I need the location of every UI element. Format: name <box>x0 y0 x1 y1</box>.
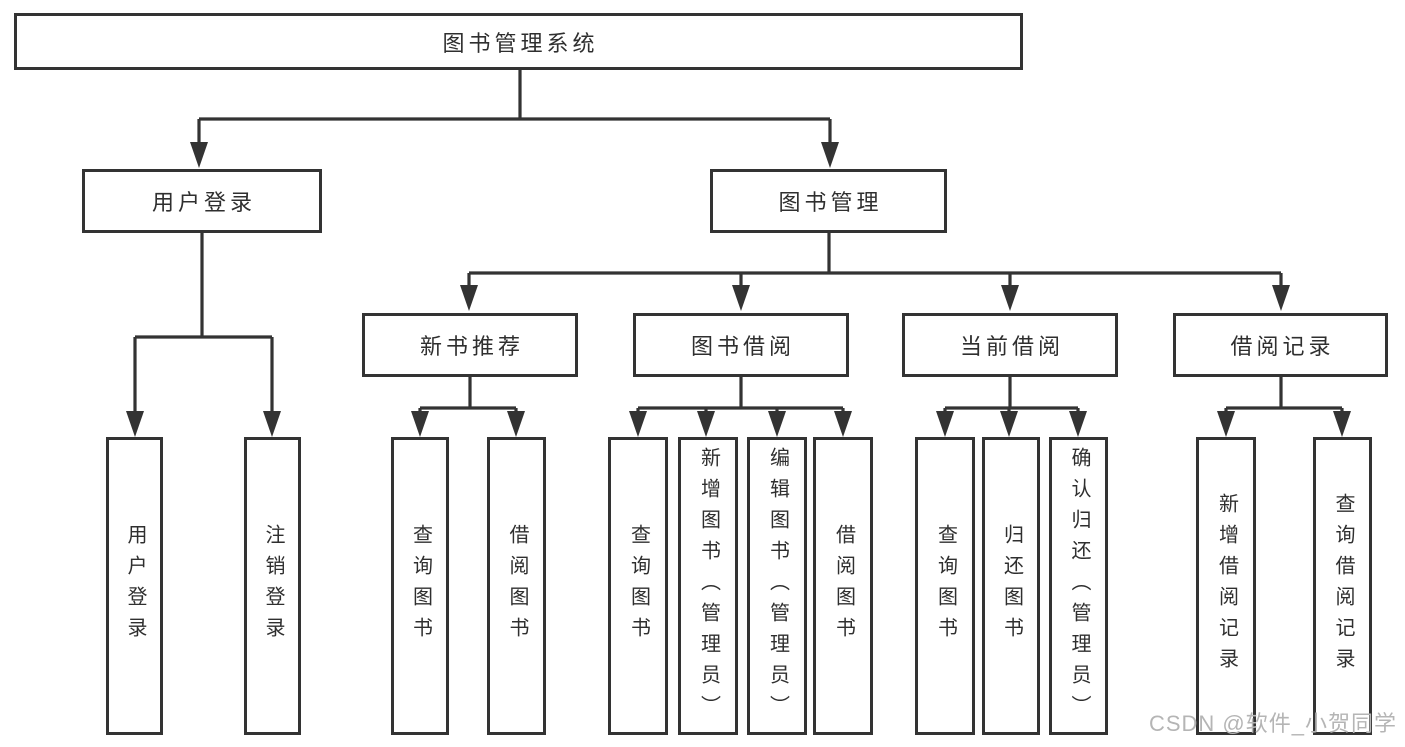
node-label: 用户登录 <box>151 190 256 215</box>
connector-borrow-record-branch <box>1224 376 1344 416</box>
connector-book-mgmt-to-level3 <box>467 233 1283 290</box>
node-label: 编辑图书（管理员） <box>766 446 789 726</box>
node-label: 新书推荐 <box>419 334 524 359</box>
arrowhead-icon <box>190 142 208 168</box>
arrowhead-icon <box>1272 285 1290 311</box>
arrowhead-icon <box>460 285 478 311</box>
arrowhead-icon <box>263 411 281 437</box>
connector-root-to-level2 <box>197 70 832 146</box>
node-label: 图书管理 <box>778 190 883 215</box>
arrowhead-icon <box>126 411 144 437</box>
csdn-watermark: CSDN @软件_小贺同学 <box>1148 711 1397 736</box>
node-label: 图书管理系统 <box>442 30 599 56</box>
node-borrowing-records: 借阅记录 <box>1173 313 1388 377</box>
leaf-add-borrow-record: 新增借阅记录 <box>1196 437 1256 735</box>
node-label: 新增图书（管理员） <box>697 446 720 726</box>
arrowhead-icon <box>1001 285 1019 311</box>
arrowhead-icon <box>1000 411 1018 437</box>
connector-book-borrow-branch <box>636 376 845 416</box>
node-current-borrowing: 当前借阅 <box>902 313 1118 377</box>
arrowhead-icon <box>732 285 750 311</box>
node-label: 图书借阅 <box>690 334 795 359</box>
leaf-user-login: 用户登录 <box>106 437 163 735</box>
connector-user-login-branch <box>133 233 274 416</box>
node-book-management: 图书管理 <box>710 169 947 233</box>
arrowhead-icon <box>768 411 786 437</box>
node-label: 新增借阅记录 <box>1215 493 1238 679</box>
leaf-query-books-borrowing: 查询图书 <box>608 437 668 735</box>
node-label: 借阅图书 <box>832 524 855 648</box>
leaf-edit-books-admin: 编辑图书（管理员） <box>747 437 807 735</box>
leaf-borrow-books-recommend: 借阅图书 <box>487 437 546 735</box>
node-label: 借阅图书 <box>506 524 528 648</box>
arrowhead-icon <box>507 411 525 437</box>
arrowhead-icon <box>936 411 954 437</box>
leaf-query-borrow-record: 查询借阅记录 <box>1313 437 1372 735</box>
node-label: 用户登录 <box>124 524 146 648</box>
node-label: 查询图书 <box>627 524 650 648</box>
leaf-query-books-recommend: 查询图书 <box>391 437 449 735</box>
arrowheads <box>126 142 1351 437</box>
node-new-book-recommend: 新书推荐 <box>362 313 578 377</box>
node-label: 确认归还（管理员） <box>1068 446 1090 726</box>
node-library-management-system: 图书管理系统 <box>14 13 1023 70</box>
connector-new-book-branch <box>418 376 518 416</box>
leaf-add-books-admin: 新增图书（管理员） <box>678 437 738 735</box>
leaf-logout: 注销登录 <box>244 437 301 735</box>
arrowhead-icon <box>411 411 429 437</box>
node-label: 当前借阅 <box>959 334 1064 359</box>
arrowhead-icon <box>821 142 839 168</box>
leaf-borrow-books: 借阅图书 <box>813 437 873 735</box>
node-label: 查询借阅记录 <box>1332 493 1354 679</box>
leaf-query-books-current: 查询图书 <box>915 437 975 735</box>
node-label: 借阅记录 <box>1230 334 1335 359</box>
connector-current-borrow-branch <box>943 376 1080 416</box>
node-user-login: 用户登录 <box>82 169 322 233</box>
connector-paths <box>133 70 1344 416</box>
node-label: 注销登录 <box>262 524 284 648</box>
arrowhead-icon <box>629 411 647 437</box>
arrowhead-icon <box>1333 411 1351 437</box>
node-book-borrowing: 图书借阅 <box>633 313 849 377</box>
arrowhead-icon <box>1069 411 1087 437</box>
arrowhead-icon <box>1217 411 1235 437</box>
node-label: 查询图书 <box>934 524 957 648</box>
node-label: 归还图书 <box>1000 524 1023 648</box>
arrowhead-icon <box>834 411 852 437</box>
leaf-return-books: 归还图书 <box>982 437 1040 735</box>
leaf-confirm-return-admin: 确认归还（管理员） <box>1049 437 1108 735</box>
node-label: 查询图书 <box>409 524 432 648</box>
arrowhead-icon <box>697 411 715 437</box>
